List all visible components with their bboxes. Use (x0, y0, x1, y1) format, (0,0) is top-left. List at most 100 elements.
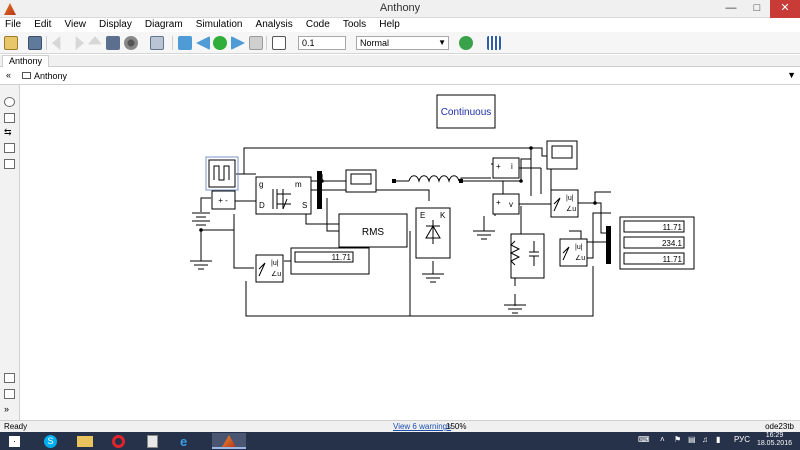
current-measurement-block[interactable] (492, 157, 520, 179)
expand-icon[interactable]: » (4, 404, 10, 414)
selection-highlight (205, 156, 239, 191)
step-forward-icon[interactable] (231, 36, 245, 50)
language-indicator[interactable]: РУС (734, 435, 751, 444)
chevron-down-icon[interactable]: ▼ (787, 70, 796, 80)
powergui-block[interactable] (436, 94, 496, 129)
flag-icon[interactable]: ⚑ (674, 435, 682, 444)
display-value: 234.1 (662, 239, 683, 248)
run-icon[interactable] (213, 36, 227, 50)
new-model-icon[interactable] (4, 36, 18, 50)
model-browser-icon[interactable] (4, 389, 15, 399)
zoom-level: 150% (446, 422, 467, 431)
inductor-block[interactable] (408, 175, 460, 183)
chevron-up-icon[interactable]: ˄ (660, 435, 665, 444)
mosfet-port-d: D (259, 201, 265, 210)
annotation-icon[interactable] (4, 143, 15, 153)
menu-display[interactable]: Display (99, 19, 132, 30)
diode-port-e: E (420, 211, 425, 220)
skype-icon: S (44, 435, 57, 448)
zoom-icon[interactable] (4, 97, 15, 107)
rms-block[interactable] (338, 213, 408, 248)
image-icon[interactable] (4, 159, 15, 169)
pulse-generator-block[interactable] (208, 159, 236, 188)
back-icon[interactable] (52, 36, 61, 50)
complex-to-magnitude-block[interactable] (550, 189, 579, 218)
menu-view[interactable]: View (64, 19, 86, 30)
taskbar-explorer[interactable] (68, 433, 102, 449)
save-icon[interactable] (28, 36, 42, 50)
stop-icon[interactable] (249, 36, 263, 50)
model-explorer-icon[interactable] (150, 36, 164, 50)
menu-tools[interactable]: Tools (342, 19, 367, 30)
menu-edit[interactable]: Edit (34, 19, 52, 30)
angle-label: ∠u (575, 254, 585, 262)
port-icon (392, 179, 396, 183)
forward-icon[interactable] (75, 36, 84, 50)
build-icon[interactable] (487, 36, 501, 50)
battery-icon[interactable]: ▮ (716, 435, 721, 444)
step-back-icon[interactable] (178, 36, 192, 50)
simulink-diagram: Continuous + - g m D S (190, 94, 695, 317)
fit-to-view-icon[interactable] (4, 113, 15, 123)
menu-simulation[interactable]: Simulation (195, 19, 243, 30)
breadcrumb-item[interactable]: Anthony (34, 71, 68, 81)
menu-diagram[interactable]: Diagram (144, 19, 183, 30)
sum-block[interactable] (211, 190, 236, 210)
mosfet-port-g: g (259, 180, 263, 189)
pulse-wave-icon (213, 165, 230, 181)
demux-arrow-icon (553, 197, 561, 212)
menu-code[interactable]: Code (305, 19, 330, 30)
display-value: 11.71 (332, 253, 352, 262)
junction-dot (529, 146, 533, 150)
tab-anthony[interactable]: Anthony (2, 55, 50, 67)
taskbar-skype[interactable]: S (34, 433, 68, 449)
minimize-button[interactable]: — (725, 2, 737, 14)
sum-block-signs: + - (218, 196, 228, 205)
complex-to-magnitude-block[interactable] (559, 238, 588, 267)
taskbar-opera[interactable] (102, 433, 136, 449)
menu-file[interactable]: File (5, 19, 22, 30)
up-icon[interactable] (88, 36, 102, 45)
sum-sign: + (496, 198, 501, 207)
keyboard-icon[interactable]: ⌨ (638, 435, 650, 444)
model-advisor-icon[interactable] (459, 36, 473, 50)
diagram-canvas[interactable]: Continuous + - g m D S (21, 86, 800, 420)
simulation-mode-select[interactable]: Normal ▼ (356, 36, 449, 50)
display-field (294, 251, 354, 263)
demux-arrow-icon (562, 246, 570, 261)
taskbar-ie[interactable]: e (170, 433, 204, 449)
ground-icon (473, 230, 495, 240)
complex-to-magnitude-block[interactable] (255, 254, 284, 283)
mux-block[interactable] (606, 226, 611, 264)
capacitor-icon (529, 241, 539, 266)
stop-time-input[interactable]: 0.1 (298, 36, 346, 50)
network-icon[interactable]: ▤ (688, 435, 696, 444)
maximize-button[interactable]: □ (753, 2, 761, 14)
start-button[interactable] (0, 433, 30, 449)
ground-icon (422, 273, 444, 283)
demux-block[interactable] (317, 171, 322, 209)
taskbar-matlab[interactable] (212, 433, 246, 449)
area-icon[interactable] (4, 373, 15, 383)
display-field (623, 236, 685, 249)
warnings-link[interactable]: View 6 warnings (393, 422, 452, 431)
system-clock[interactable]: 16:29 18.05.2016 (757, 432, 792, 448)
junction-dot (519, 179, 523, 183)
taskbar-documents[interactable] (136, 433, 170, 449)
volume-icon[interactable]: ♫ (702, 435, 708, 444)
data-inspector-icon[interactable] (272, 36, 286, 50)
hide-browser-icon[interactable]: « (6, 70, 12, 80)
rewind-icon[interactable] (196, 36, 210, 50)
voltage-measurement-block[interactable] (492, 193, 520, 215)
abs-label: |u| (271, 260, 279, 267)
library-browser-icon[interactable] (106, 36, 120, 50)
junction-dot (199, 228, 203, 232)
menu-analysis[interactable]: Analysis (255, 19, 293, 30)
internet-explorer-icon: e (180, 434, 188, 449)
menu-help[interactable]: Help (379, 19, 400, 30)
arrow-icon[interactable]: ⇆ (4, 127, 12, 137)
close-button[interactable]: ✕ (770, 0, 800, 18)
settings-icon[interactable] (124, 36, 138, 50)
solver-name[interactable]: ode23tb (765, 422, 794, 431)
